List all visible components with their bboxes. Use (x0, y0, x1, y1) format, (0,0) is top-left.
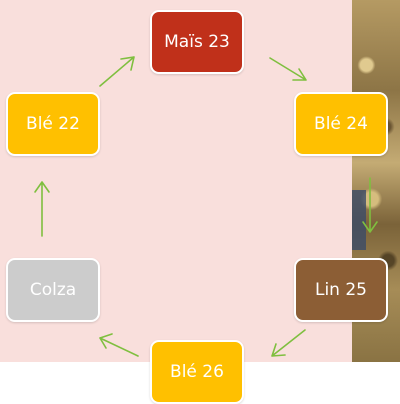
node-ble-22: Blé 22 (6, 92, 100, 156)
node-lin-25: Lin 25 (294, 258, 388, 322)
node-ble-26: Blé 26 (150, 340, 244, 404)
node-label: Lin 25 (314, 280, 367, 300)
node-label: Blé 24 (314, 114, 368, 134)
node-label: Blé 26 (170, 362, 224, 382)
node-mais-23: Maïs 23 (150, 10, 244, 74)
node-colza: Colza (6, 258, 100, 322)
node-label: Blé 22 (26, 114, 80, 134)
node-label: Maïs 23 (164, 32, 230, 52)
node-ble-24: Blé 24 (294, 92, 388, 156)
node-label: Colza (29, 280, 77, 300)
